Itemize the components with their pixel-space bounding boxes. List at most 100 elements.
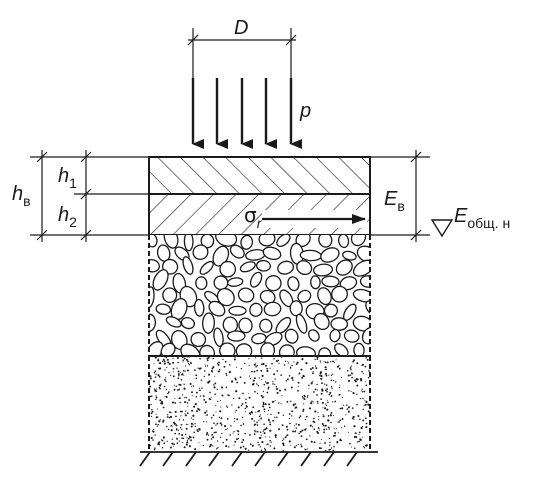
sand-grain (279, 389, 281, 392)
sand-grain (356, 362, 359, 365)
sand-grain (326, 388, 329, 390)
sand-grain (317, 416, 320, 418)
gravel-stone (238, 317, 253, 334)
sand-grain (253, 377, 256, 380)
sand-grain (262, 401, 265, 404)
sand-grain (201, 387, 203, 389)
sand-grain (274, 378, 276, 380)
sand-grain (330, 449, 332, 451)
sand-grain (211, 433, 214, 436)
sand-grain (166, 440, 168, 443)
sand-grain (174, 398, 176, 400)
gravel-stone (228, 305, 247, 316)
sand-grain (186, 439, 189, 441)
sand-grain (226, 374, 228, 377)
sand-grain (234, 417, 236, 420)
sand-grain (184, 433, 187, 436)
sand-grain (316, 389, 318, 391)
gravel-stone (162, 287, 178, 304)
sand-grain (354, 380, 357, 383)
sand-grain (262, 362, 265, 366)
gravel-stone (359, 275, 370, 288)
sand-grain (317, 418, 319, 420)
sand-grain (330, 374, 333, 376)
sand-grain (302, 408, 305, 411)
sand-grain (236, 418, 239, 421)
sand-grain (366, 358, 369, 361)
sand-grain (226, 428, 229, 430)
sand-grain (357, 414, 360, 418)
sand-grain (182, 359, 184, 361)
sand-grain (149, 444, 152, 447)
sand-grain (333, 434, 336, 437)
sand-grain (273, 373, 276, 376)
sand-grain (185, 358, 189, 361)
sand-grain (320, 439, 323, 441)
sand-grain (301, 377, 304, 379)
sand-grain (324, 442, 326, 444)
sand-grain (254, 429, 256, 432)
sand-grain (225, 428, 227, 431)
sand-grain (195, 374, 198, 377)
sand-grain (194, 422, 196, 425)
sand-grain (266, 369, 269, 373)
sand-grain (263, 410, 266, 413)
gravel-stone (312, 263, 334, 277)
sand-grain (214, 375, 216, 377)
sand-grain (321, 382, 323, 385)
sand-grain (302, 397, 305, 399)
sand-grain (194, 369, 196, 371)
sand-grain (165, 356, 168, 359)
sand-grain (350, 390, 352, 392)
sand-grain (362, 373, 364, 375)
sand-grain (310, 368, 312, 371)
sand-grain (352, 392, 355, 395)
sand-grain (271, 362, 273, 365)
sand-grain (316, 356, 319, 359)
sand-grain (361, 425, 364, 428)
sand-grain (365, 422, 368, 425)
sand-grain (356, 379, 359, 381)
sand-grain (163, 362, 166, 365)
gravel-stone (216, 287, 235, 307)
sand-grain (256, 392, 259, 395)
sand-grain (265, 364, 267, 367)
sand-grain (278, 428, 280, 431)
sand-grain (334, 400, 337, 403)
sand-grain (300, 368, 303, 371)
sand-grain (150, 436, 153, 440)
sand-grain (193, 431, 196, 434)
sand-grain (263, 432, 266, 435)
sand-grain (225, 372, 228, 375)
sand-grain (225, 438, 228, 441)
sand-grain (304, 448, 305, 450)
sand-grain (191, 391, 193, 394)
sand-grain (166, 414, 169, 416)
sand-grain (163, 442, 166, 445)
sand-grain (316, 358, 319, 361)
sand-grain (240, 404, 243, 407)
sand-grain (165, 380, 167, 383)
sand-grain (164, 395, 166, 397)
sand-grain (175, 424, 178, 427)
sand-grain (200, 379, 203, 381)
sand-grain (208, 373, 211, 376)
sand-grain (153, 388, 155, 390)
gravel-stone (353, 342, 365, 356)
sand-grain (327, 426, 330, 429)
sand-grain (304, 418, 307, 421)
sand-grain (333, 428, 335, 430)
sand-grain (251, 445, 254, 447)
sand-grain (174, 432, 177, 435)
sand-grain (248, 358, 250, 360)
sand-grain (313, 391, 315, 393)
sand-grain (213, 384, 215, 386)
sand-grain (220, 386, 224, 389)
sand-grain (249, 375, 251, 377)
sand-grain (363, 445, 365, 448)
sand-grain (177, 373, 180, 375)
sand-grain (297, 385, 299, 387)
sand-grain (210, 427, 213, 430)
sand-grain (161, 400, 163, 403)
sand-grain (349, 367, 352, 369)
